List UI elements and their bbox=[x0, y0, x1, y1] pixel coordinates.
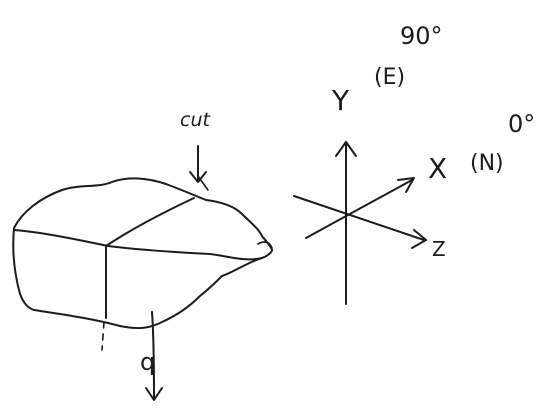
axis-system bbox=[294, 142, 426, 304]
rock-right-lower bbox=[222, 258, 262, 276]
cut-line-top bbox=[106, 198, 194, 246]
x-axis-line bbox=[306, 180, 412, 238]
x-axis-label: X bbox=[428, 152, 447, 185]
direction-north-label: (N) bbox=[470, 151, 504, 176]
angle-0-label: 0° bbox=[508, 110, 535, 138]
cut-label: cut bbox=[180, 109, 211, 131]
y-axis-label: Y bbox=[331, 84, 350, 117]
angle-90-label: 90° bbox=[400, 22, 443, 50]
rock-left-edge bbox=[13, 228, 34, 310]
cut-tick bbox=[198, 176, 208, 190]
rock-sample bbox=[13, 176, 272, 350]
z-axis-label: Z bbox=[432, 237, 446, 261]
down-arrow-label: q bbox=[140, 348, 155, 376]
cut-line-dashed bbox=[102, 322, 104, 350]
rock-bottom-edge bbox=[34, 276, 222, 328]
direction-east-label: (E) bbox=[374, 65, 405, 90]
cut-arrow bbox=[190, 146, 206, 182]
rock-front-top-edge bbox=[14, 230, 272, 259]
rock-top-outline bbox=[14, 178, 272, 250]
